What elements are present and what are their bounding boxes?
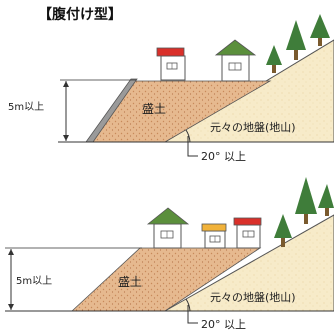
bottom-ground-label: 元々の地盤(地山): [210, 291, 296, 304]
top-tree-icon: [310, 14, 330, 46]
top-height-label: 5m以上: [8, 101, 44, 113]
bottom-house-yellow-icon: [201, 223, 227, 249]
bottom-tree-icon: [274, 214, 292, 247]
top-house-red-icon: [156, 47, 186, 81]
top-angle-label: 20° 以上: [201, 150, 246, 163]
top-panel: 5m以上 盛土 元々の地盤(地山) 20° 以上: [8, 14, 334, 163]
diagram-title: 【腹付け型】: [38, 6, 122, 23]
top-tree-icon: [286, 20, 306, 60]
bottom-house-red-icon: [233, 217, 262, 249]
bottom-fill-label: 盛土: [118, 274, 142, 289]
top-ground-label: 元々の地盤(地山): [210, 121, 296, 134]
bottom-house-green-icon: [146, 207, 190, 249]
top-tree-icon: [266, 45, 282, 73]
bottom-tree-icon: [318, 184, 334, 216]
bottom-angle-arc: [185, 298, 191, 312]
bottom-angle-label: 20° 以上: [201, 318, 246, 331]
top-angle-arc: [185, 129, 191, 143]
top-house-green-icon: [214, 39, 257, 82]
bottom-tree-icon: [295, 177, 317, 224]
bottom-panel: 5m以上 盛土 元々の地盤(地山) 20° 以上: [5, 177, 334, 331]
bottom-height-label: 5m以上: [16, 275, 52, 287]
top-fill-label: 盛土: [142, 101, 166, 116]
